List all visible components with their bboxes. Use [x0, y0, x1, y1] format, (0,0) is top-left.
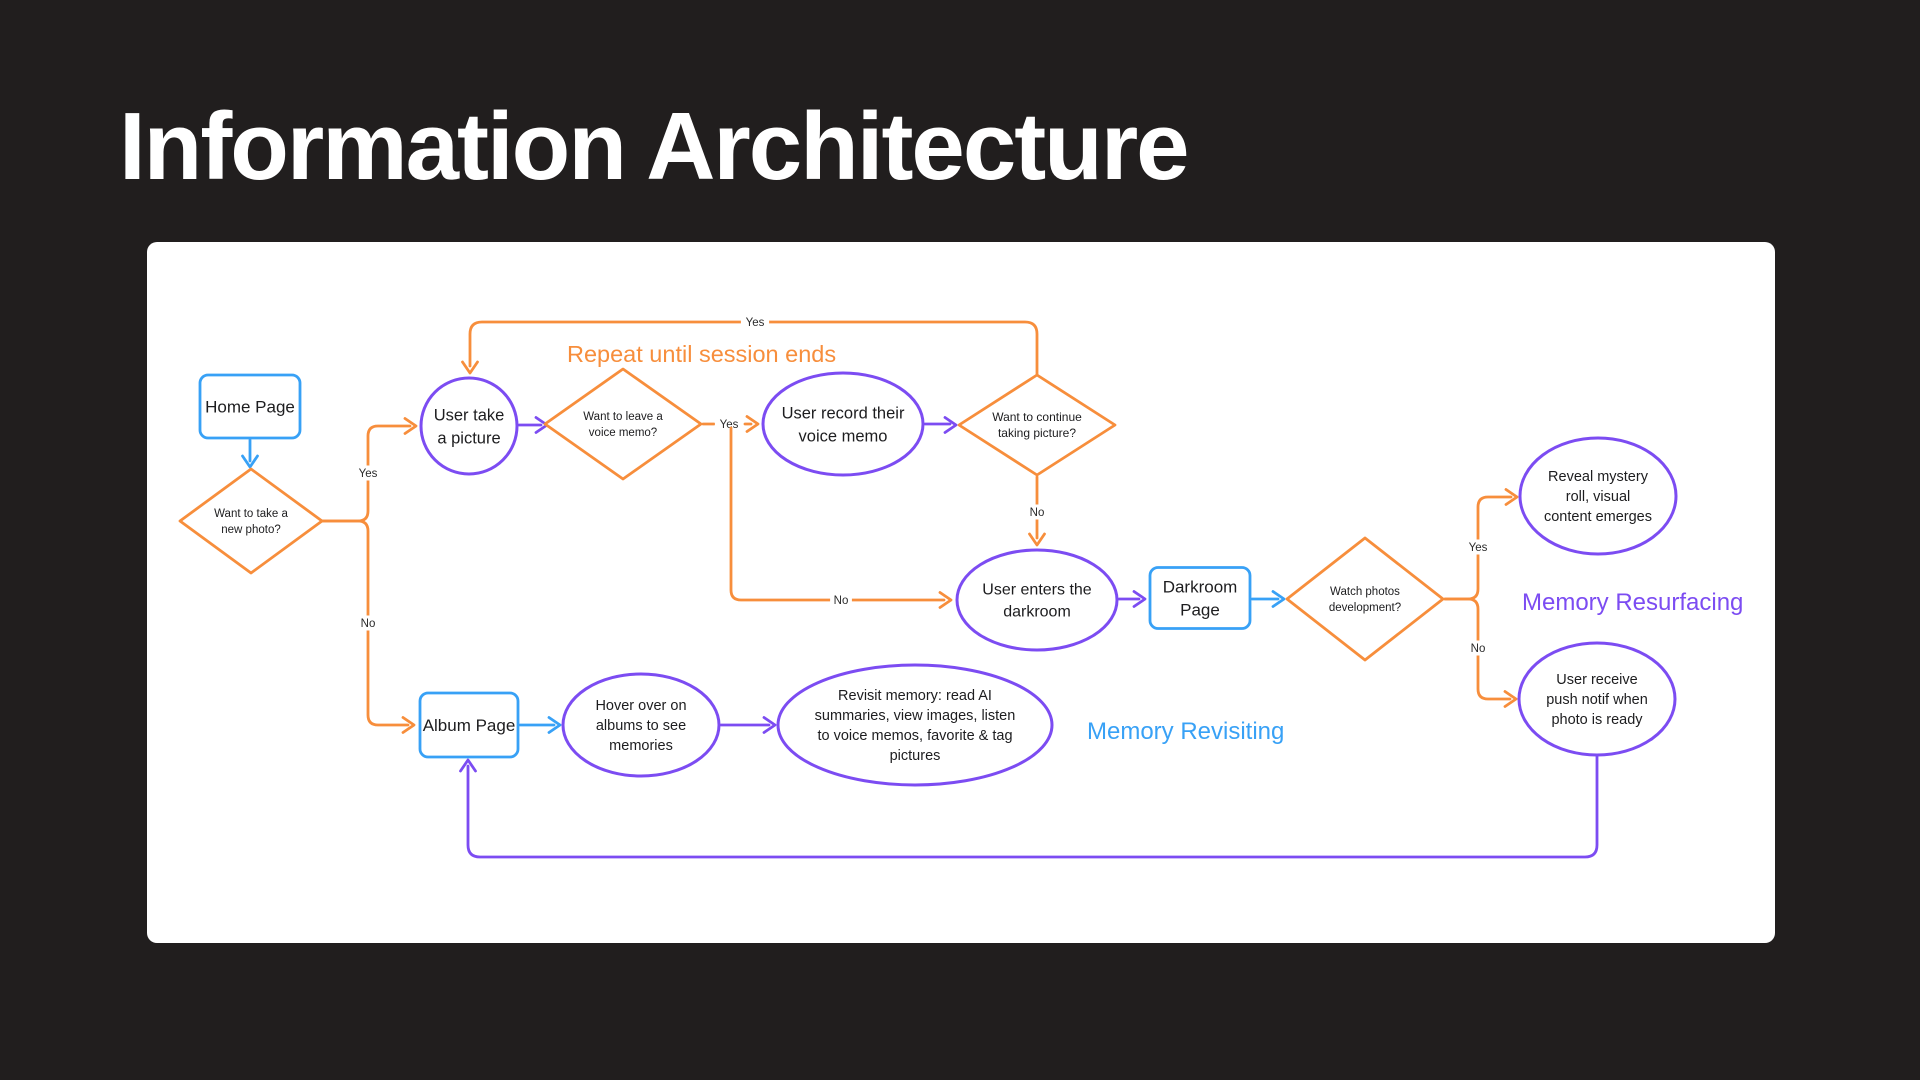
reveal-mystery-label: content emerges	[1544, 509, 1652, 525]
reveal-mystery-label: Reveal mystery	[1548, 469, 1649, 485]
edge-continue-no-label-bg	[1026, 504, 1048, 520]
caption-repeat-until-session-ends: Repeat until session ends	[567, 341, 836, 367]
edge-newphoto-yes-arrowhead	[403, 417, 418, 435]
edge-hover-to-revisit-arrowhead	[762, 716, 777, 734]
want-new-photo-label: new photo?	[221, 524, 280, 536]
edge-watch-yes-arrowhead	[1504, 488, 1519, 506]
revisit-memory-label: to voice memos, favorite & tag	[817, 728, 1012, 744]
push-notif	[1517, 641, 1677, 757]
edge-page-to-watch-arrowhead	[1271, 590, 1286, 608]
edge-voicememo-yes-label-bg	[714, 416, 744, 432]
record-voice-memo-label: User record their	[782, 404, 905, 422]
edge-watch-no-label-bg	[1467, 640, 1489, 656]
record-voice-memo-label: voice memo	[799, 427, 888, 445]
edge-watch-yes-label: Yes	[1469, 542, 1488, 554]
edge-newphoto-yes-label: Yes	[359, 468, 378, 480]
edge-continue-yes-loop-label-bg	[740, 314, 770, 330]
edge-watch-yes-label-bg	[1463, 539, 1493, 555]
user-take-picture-label: User take	[434, 406, 505, 424]
enters-darkroom-label: User enters the	[982, 582, 1091, 599]
revisit-memory-label: Revisit memory: read AI	[838, 688, 992, 704]
edge-continue-no-label: No	[1030, 507, 1045, 519]
edge-continue-no-arrowhead	[1028, 532, 1046, 547]
edge-newphoto-yes-label-bg	[353, 465, 383, 481]
edge-continue-yes-loop-arrowhead	[461, 360, 479, 375]
enters-darkroom-label: darkroom	[1003, 604, 1071, 621]
record-voice-memo	[761, 371, 925, 477]
watch-photos-label: Watch photos	[1330, 586, 1400, 598]
push-notif-label: photo is ready	[1551, 712, 1643, 728]
want-voice-memo-label: Want to leave a	[583, 411, 663, 423]
want-continue-label: Want to continue	[992, 410, 1082, 424]
edge-voicememo-no-label: No	[834, 595, 849, 607]
push-notif-label: push notif when	[1546, 692, 1648, 708]
want-new-photo-label: Want to take a	[214, 508, 288, 520]
hover-albums-label: memories	[609, 738, 673, 754]
edge-home-to-newphoto-arrowhead	[241, 454, 259, 469]
edge-voicememo-yes-arrowhead	[745, 415, 760, 433]
darkroom-page-label: Page	[1180, 600, 1220, 619]
watch-photos-label: development?	[1329, 602, 1401, 614]
edge-newphoto-no-arrowhead	[401, 716, 416, 734]
edge-watch-no-label: No	[1471, 643, 1486, 655]
page-title: Information Architecture	[119, 93, 1190, 200]
want-voice-memo-label: voice memo?	[589, 427, 657, 439]
watch-photos	[1285, 536, 1445, 662]
album-page	[418, 691, 520, 759]
caption-memory-revisiting: Memory Revisiting	[1087, 718, 1284, 745]
revisit-memory-label: pictures	[890, 748, 941, 764]
home-page-label: Home Page	[205, 397, 295, 416]
user-take-picture	[419, 376, 519, 476]
darkroom-page	[1148, 566, 1252, 630]
edge-record-to-continue-arrowhead	[943, 416, 958, 434]
album-page-label: Album Page	[423, 716, 516, 735]
edge-voicememo-yes-label: Yes	[720, 419, 739, 431]
revisit-memory-label: summaries, view images, listen	[815, 708, 1016, 724]
push-notif-label: User receive	[1556, 672, 1637, 688]
edge-newphoto-no-label-bg	[357, 615, 379, 631]
edge-voicememo-no-arrowhead	[938, 591, 953, 609]
reveal-mystery-label: roll, visual	[1566, 489, 1630, 505]
hover-albums	[561, 672, 721, 778]
home-page	[198, 373, 302, 440]
edge-voicememo-no	[729, 426, 946, 602]
hover-albums-label: Hover over on	[595, 698, 686, 714]
want-continue-label: taking picture?	[998, 426, 1076, 440]
revisit-memory	[776, 663, 1054, 787]
edge-notif-return-to-album	[466, 754, 1599, 859]
darkroom-page-label: Darkroom	[1163, 577, 1238, 596]
want-new-photo	[178, 467, 324, 575]
edge-album-to-hover-arrowhead	[547, 716, 562, 734]
edge-watch-no-arrowhead	[1503, 690, 1518, 708]
enters-darkroom	[955, 548, 1119, 652]
hover-albums-label: albums to see	[596, 718, 686, 734]
edge-newphoto-no-label: No	[361, 618, 376, 630]
edge-notif-return-to-album-arrowhead	[459, 758, 477, 773]
want-continue	[957, 373, 1117, 477]
edge-voicememo-no-label-bg	[830, 592, 852, 608]
caption-memory-resurfacing: Memory Resurfacing	[1522, 589, 1743, 616]
edge-continue-yes-loop-label: Yes	[746, 317, 765, 329]
want-voice-memo	[543, 367, 703, 481]
edge-darkroom-to-page-arrowhead	[1132, 590, 1147, 608]
user-take-picture-label: a picture	[437, 429, 500, 447]
reveal-mystery	[1518, 436, 1678, 556]
